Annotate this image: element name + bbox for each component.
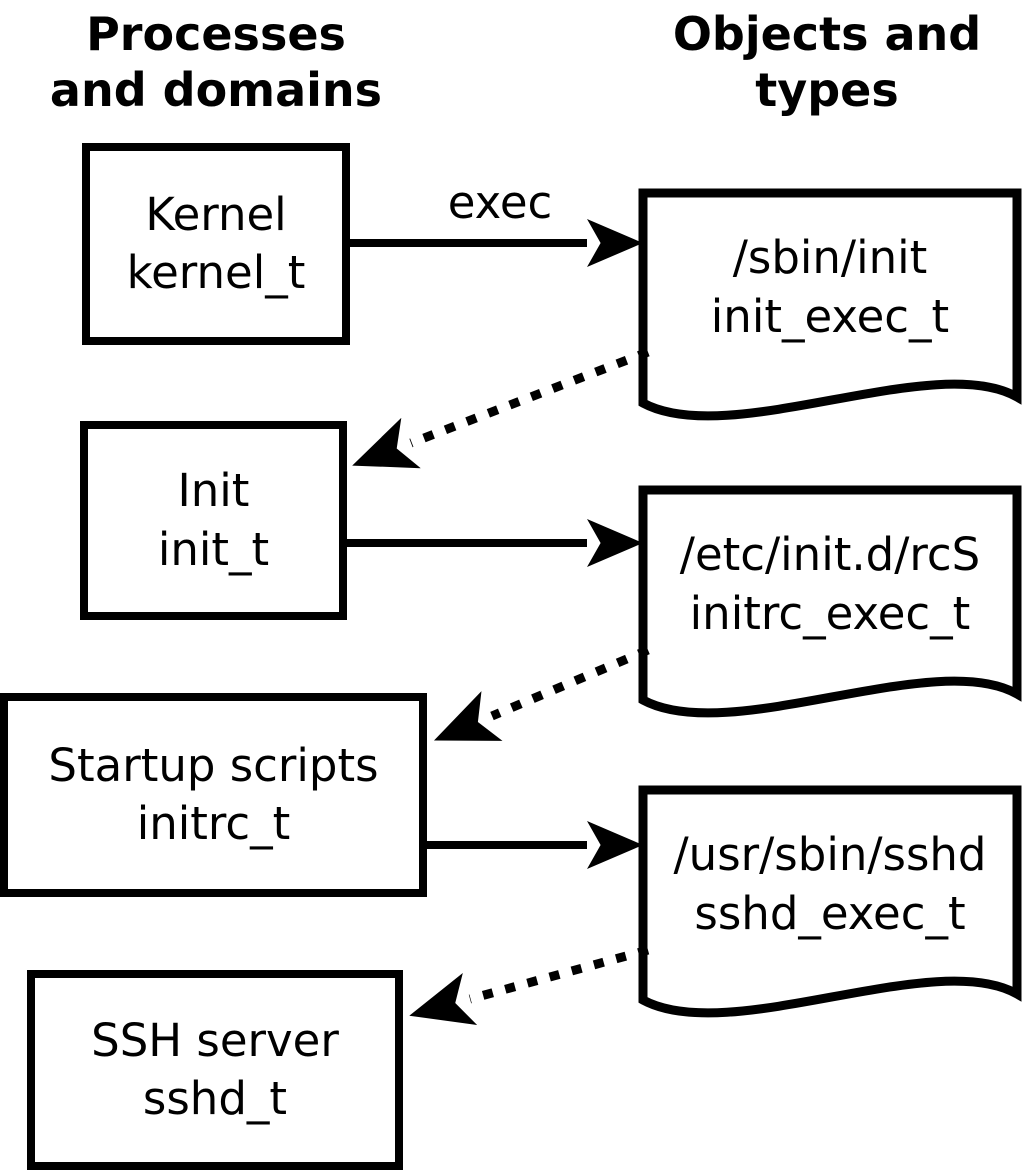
object-usr-sbin-sshd: /usr/sbin/sshd sshd_exec_t: [643, 792, 1017, 977]
header-right-line1: Objects and: [672, 7, 982, 61]
header-left-line1: Processes: [86, 7, 346, 61]
dotted-arrow-sshd-exec-to-sshd: [409, 945, 650, 1026]
object-etc-initd-rcs: /etc/init.d/rcS initrc_exec_t: [643, 492, 1017, 677]
object-usr-sbin-sshd-text: /usr/sbin/sshd sshd_exec_t: [674, 826, 987, 943]
node-kernel-domain: kernel_t: [126, 246, 306, 299]
header-left-line2: and domains: [49, 63, 383, 118]
object-sbin-init-type: init_exec_t: [710, 289, 950, 343]
header-processes-domains: Processes and domains: [0, 6, 432, 118]
node-startup-scripts-domain: initrc_t: [136, 797, 291, 850]
node-kernel: Kernel kernel_t: [82, 143, 350, 345]
dotted-arrow-init-exec-to-init: [352, 347, 650, 469]
document-shape-etc-initd-rcs: [638, 485, 1022, 718]
object-etc-initd-rcs-text: /etc/init.d/rcS initrc_exec_t: [680, 526, 980, 643]
node-init-text: Init init_t: [158, 462, 269, 579]
node-init-domain: init_t: [157, 522, 270, 576]
node-startup-scripts: Startup scripts initrc_t: [0, 693, 427, 897]
object-sbin-init-path: /sbin/init: [732, 231, 928, 284]
node-init-name: Init: [177, 464, 250, 517]
node-ssh-server-text: SSH server sshd_t: [91, 1012, 339, 1129]
node-ssh-server-domain: sshd_t: [142, 1072, 288, 1125]
object-usr-sbin-sshd-path: /usr/sbin/sshd: [673, 828, 987, 881]
object-usr-sbin-sshd-type: sshd_exec_t: [694, 886, 966, 940]
node-startup-scripts-text: Startup scripts initrc_t: [48, 737, 378, 854]
document-shape-sbin-init: [638, 188, 1022, 421]
header-right-line2: types: [755, 63, 899, 118]
node-ssh-server-name: SSH server: [91, 1013, 339, 1067]
node-kernel-text: Kernel kernel_t: [127, 186, 306, 303]
node-startup-scripts-name: Startup scripts: [48, 738, 379, 792]
node-ssh-server: SSH server sshd_t: [27, 970, 403, 1170]
node-init: Init init_t: [80, 421, 347, 620]
object-etc-initd-rcs-path: /etc/init.d/rcS: [679, 528, 981, 581]
document-shape-usr-sbin-sshd: [638, 785, 1022, 1018]
object-sbin-init: /sbin/init init_exec_t: [643, 195, 1017, 380]
object-sbin-init-text: /sbin/init init_exec_t: [711, 229, 949, 346]
object-etc-initd-rcs-type: initrc_exec_t: [689, 586, 971, 640]
dotted-arrow-initrc-exec-to-initrc: [433, 645, 650, 741]
edge-label-exec: exec: [447, 176, 553, 229]
node-kernel-name: Kernel: [145, 187, 287, 241]
header-objects-types: Objects and types: [630, 6, 1024, 118]
